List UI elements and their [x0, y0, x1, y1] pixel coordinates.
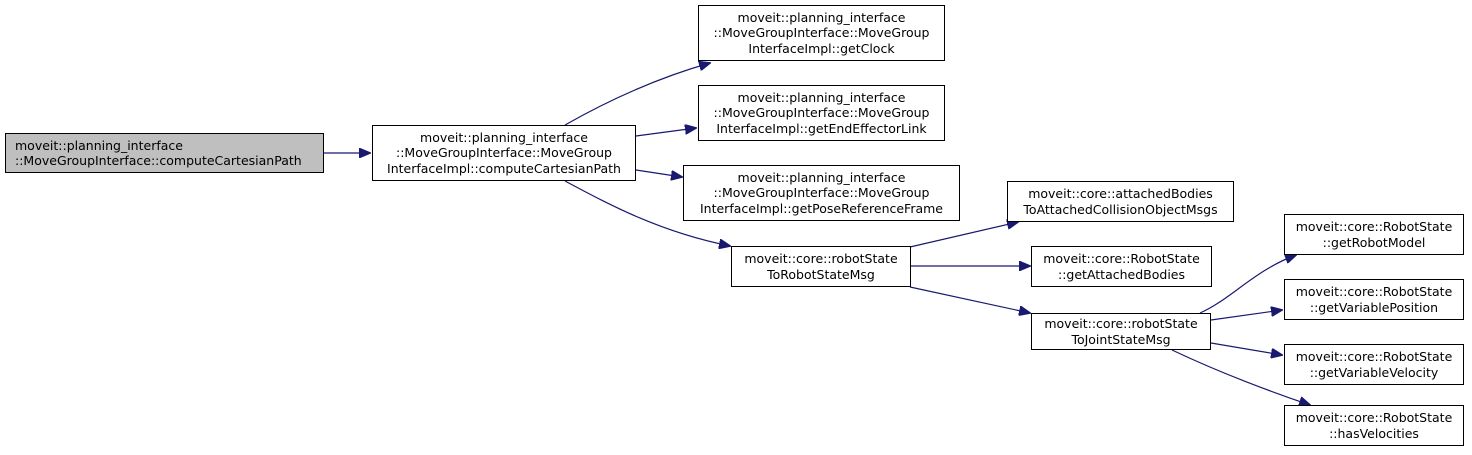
node-impl-compute-cartesian-path[interactable]: moveit::planning_interface ::MoveGroupIn…: [372, 125, 636, 181]
node-robot-state-get-variable-velocity[interactable]: moveit::core::RobotState ::getVariableVe…: [1284, 344, 1464, 385]
edge-n6-n9: [909, 286, 1030, 313]
node-label-line: ToJointStateMsg: [1071, 331, 1171, 347]
node-label-line: ::MoveGroupInterface::MoveGroup: [713, 105, 930, 121]
edge-n2-n5: [635, 169, 682, 177]
node-label-line: ::MoveGroupInterface::computeCartesianPa…: [15, 153, 302, 168]
node-attached-bodies-to-attached-collision-object-msgs[interactable]: moveit::core::attachedBodies ToAttachedC…: [1007, 181, 1234, 222]
node-robot-state-get-variable-position[interactable]: moveit::core::RobotState ::getVariablePo…: [1284, 279, 1464, 320]
node-label-line: ToRobotStateMsg: [767, 266, 875, 282]
node-label-line: moveit::planning_interface: [420, 129, 588, 145]
node-label-line: moveit::core::robotState: [1044, 316, 1198, 331]
node-label-line: InterfaceImpl::computeCartesianPath: [387, 160, 621, 176]
node-label-line: moveit::planning_interface: [15, 137, 183, 153]
edge-n9-n10: [1199, 255, 1296, 314]
node-label-line: moveit::planning_interface: [737, 169, 906, 185]
node-label-line: moveit::core::RobotState: [1295, 284, 1453, 299]
node-label-line: ::getVariableVelocity: [1309, 364, 1439, 380]
node-label-line: moveit::planning_interface: [737, 89, 906, 105]
node-robot-state-to-robot-state-msg[interactable]: moveit::core::robotState ToRobotStateMsg: [731, 246, 911, 287]
edge-n2-n3: [564, 63, 710, 126]
node-move-group-interface-compute-cartesian-path: moveit::planning_interface ::MoveGroupIn…: [5, 133, 324, 173]
node-impl-get-pose-reference-frame[interactable]: moveit::planning_interface ::MoveGroupIn…: [683, 165, 960, 221]
node-label-line: moveit::core::robotState: [744, 251, 898, 266]
node-label-line: ::hasVelocities: [1329, 425, 1419, 441]
node-label-line: moveit::core::RobotState: [1295, 349, 1453, 364]
node-label-line: InterfaceImpl::getPoseReferenceFrame: [699, 200, 944, 216]
node-label-line: ::getAttachedBodies: [1058, 266, 1185, 282]
node-robot-state-get-attached-bodies[interactable]: moveit::core::RobotState ::getAttachedBo…: [1031, 246, 1212, 287]
edges: [324, 63, 1310, 405]
node-label-line: moveit::core::RobotState: [1043, 251, 1200, 266]
edge-n6-n7: [909, 222, 1018, 248]
node-label-line: ::getRobotModel: [1322, 234, 1426, 250]
edge-n9-n11: [1210, 310, 1282, 321]
edge-n2-n4: [635, 128, 696, 137]
node-label-line: ::MoveGroupInterface::MoveGroup: [713, 185, 930, 201]
edge-n9-n12: [1210, 342, 1282, 355]
edge-n9-n13: [1171, 349, 1310, 405]
node-label-line: ::getVariablePosition: [1309, 299, 1439, 315]
node-label-line: moveit::core::RobotState: [1295, 410, 1453, 425]
node-impl-get-clock[interactable]: moveit::planning_interface ::MoveGroupIn…: [698, 5, 945, 61]
node-label-line: moveit::core::RobotState: [1295, 219, 1453, 234]
edge-n2-n6: [564, 180, 730, 246]
node-label-line: moveit::core::attachedBodies: [1028, 186, 1213, 201]
node-robot-state-has-velocities[interactable]: moveit::core::RobotState ::hasVelocities: [1284, 405, 1464, 446]
node-label-line: ::MoveGroupInterface::MoveGroup: [713, 25, 930, 41]
node-label-line: InterfaceImpl::getEndEffectorLink: [716, 120, 927, 136]
node-label-line: ToAttachedCollisionObjectMsgs: [1023, 201, 1218, 217]
node-impl-get-end-effector-link[interactable]: moveit::planning_interface ::MoveGroupIn…: [698, 85, 945, 141]
node-label-line: ::MoveGroupInterface::MoveGroup: [396, 145, 612, 161]
node-label-line: InterfaceImpl::getClock: [748, 40, 895, 56]
node-label-line: moveit::planning_interface: [737, 9, 906, 25]
node-robot-state-get-robot-model[interactable]: moveit::core::RobotState ::getRobotModel: [1284, 214, 1464, 255]
node-robot-state-to-joint-state-msg[interactable]: moveit::core::robotState ToJointStateMsg: [1031, 313, 1211, 350]
